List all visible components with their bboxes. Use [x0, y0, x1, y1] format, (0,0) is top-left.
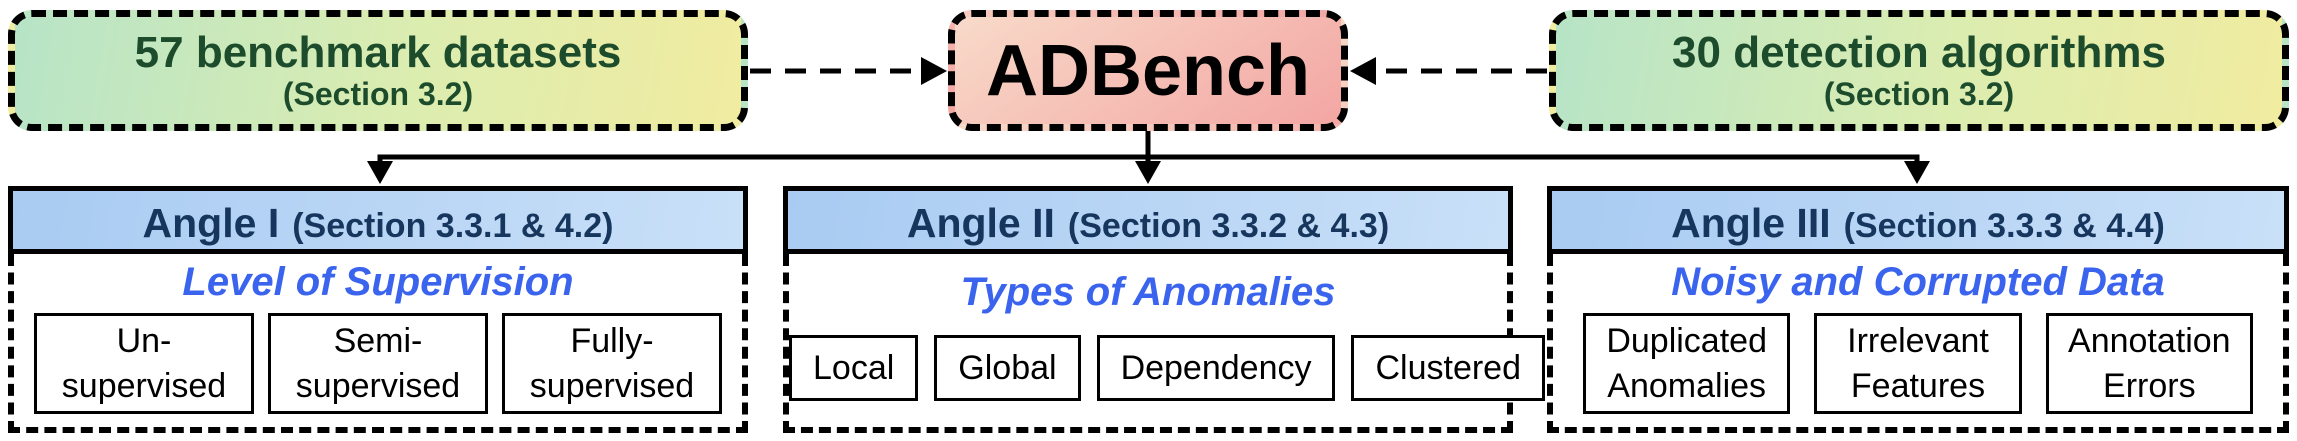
angle-2-body: Types of Anomalies Local Global Dependen…: [783, 254, 1545, 433]
item-box-line: Errors: [2103, 366, 2196, 405]
algorithms-box: 30 detection algorithms (Section 3.2): [1549, 10, 2289, 131]
item-box-line: Dependency: [1120, 348, 1312, 387]
angle-3-header-title: Angle III: [1671, 200, 1831, 246]
angle-1-subtitle: Level of Supervision: [182, 260, 574, 304]
item-box-local: Local: [789, 335, 919, 401]
item-box-line: supervised: [295, 366, 461, 405]
angle-3-subtitle: Noisy and Corrupted Data: [1671, 260, 2165, 304]
angle-2-header-section: (Section 3.3.2 & 4.3): [1067, 207, 1390, 245]
angle-1-body: Level of Supervision Un- supervised Semi…: [8, 254, 748, 433]
item-box-line: Anomalies: [1607, 366, 1767, 405]
adbench-title: ADBench: [985, 30, 1311, 111]
item-box-line: supervised: [529, 366, 695, 405]
angle-3-header-section: (Section 3.3.3 & 4.4): [1843, 207, 2165, 245]
angle-2-header: Angle II (Section 3.3.2 & 4.3): [783, 186, 1513, 254]
angle-3-panel: Angle III (Section 3.3.3 & 4.4) Noisy an…: [1547, 186, 2289, 433]
angle-2-header-title: Angle II: [906, 200, 1055, 246]
algorithms-box-title: 30 detection algorithms: [1672, 27, 2166, 77]
datasets-to-adbench-arrowhead: [921, 57, 947, 85]
angle-3-item-row: Duplicated Anomalies Irrelevant Features…: [1583, 313, 2253, 414]
angle-1-item-row: Un- supervised Semi- supervised Fully- s…: [34, 313, 722, 414]
item-box-fully-supervised: Fully- supervised: [502, 313, 722, 414]
item-box-line: Clustered: [1375, 348, 1521, 387]
angles-branch-line: [377, 154, 1920, 180]
adbench-box: ADBench: [948, 10, 1348, 131]
angle-3-body: Noisy and Corrupted Data Duplicated Anom…: [1547, 254, 2289, 433]
angle-3-header: Angle III (Section 3.3.3 & 4.4): [1547, 186, 2289, 254]
item-box-line: Semi-: [333, 321, 423, 360]
item-box-clustered: Clustered: [1351, 335, 1545, 401]
item-box-line: Duplicated: [1606, 321, 1767, 360]
angle-1-arrowhead: [367, 161, 393, 184]
item-box-line: Fully-: [570, 321, 654, 360]
item-box-line: supervised: [61, 366, 227, 405]
item-box-line: Features: [1850, 366, 1986, 405]
item-box-line: Irrelevant: [1847, 321, 1989, 360]
datasets-box-section: (Section 3.2): [282, 76, 474, 113]
algorithms-box-section: (Section 3.2): [1823, 76, 2015, 113]
item-box-irrelevant-features: Irrelevant Features: [1814, 313, 2022, 414]
item-box-line: Global: [958, 348, 1057, 387]
angle-1-panel: Angle I (Section 3.3.1 & 4.2) Level of S…: [8, 186, 748, 433]
item-box-unsupervised: Un- supervised: [34, 313, 254, 414]
angle-2-subtitle: Types of Anomalies: [960, 270, 1336, 314]
angle-2-arrowhead: [1135, 161, 1161, 184]
angle-3-arrowhead: [1904, 161, 1930, 184]
item-box-line: Un-: [116, 321, 172, 360]
item-box-line: Annotation: [2068, 321, 2231, 360]
datasets-box-title: 57 benchmark datasets: [134, 27, 622, 77]
angle-1-header-title: Angle I: [142, 200, 280, 246]
angle-2-item-row: Local Global Dependency Clustered: [789, 335, 1545, 401]
item-box-semi-supervised: Semi- supervised: [268, 313, 488, 414]
item-box-duplicated-anomalies: Duplicated Anomalies: [1583, 313, 1791, 414]
angle-1-header-section: (Section 3.3.1 & 4.2): [292, 207, 614, 245]
item-box-global: Global: [934, 335, 1081, 401]
item-box-line: Local: [813, 348, 895, 387]
datasets-box: 57 benchmark datasets (Section 3.2): [8, 10, 748, 131]
angle-1-header: Angle I (Section 3.3.1 & 4.2): [8, 186, 748, 254]
item-box-annotation-errors: Annotation Errors: [2045, 313, 2253, 414]
angle-2-panel: Angle II (Section 3.3.2 & 4.3) Types of …: [783, 186, 1545, 433]
item-box-dependency: Dependency: [1096, 335, 1336, 401]
algorithms-to-adbench-arrowhead: [1350, 57, 1376, 85]
